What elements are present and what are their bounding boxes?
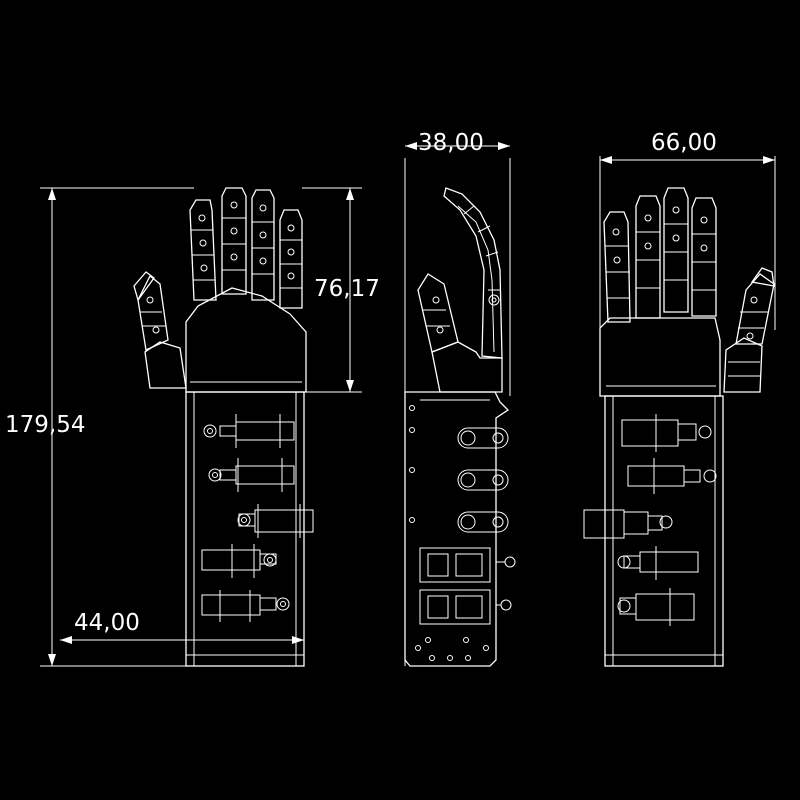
dim-label-side-width: 38,00 bbox=[418, 130, 484, 156]
dim-label-front-width: 44,00 bbox=[74, 610, 140, 636]
side-plate bbox=[404, 391, 510, 667]
dim-hand-height bbox=[302, 187, 362, 393]
dim-total-height bbox=[40, 187, 194, 667]
front-fingers bbox=[189, 187, 303, 309]
back-forearm-frame bbox=[604, 395, 724, 667]
back-fingers bbox=[603, 187, 717, 323]
side-servo-box-2 bbox=[419, 589, 491, 625]
side-thumb bbox=[417, 273, 459, 353]
side-view bbox=[404, 142, 516, 667]
front-view bbox=[133, 187, 314, 667]
front-servos bbox=[201, 414, 314, 622]
front-thumb bbox=[133, 271, 187, 389]
dim-label-back-width: 66,00 bbox=[651, 130, 717, 156]
side-fingers bbox=[443, 187, 503, 359]
side-servo-box-1 bbox=[419, 547, 491, 583]
dim-label-total-height: 179,54 bbox=[5, 412, 85, 438]
side-servo-horns bbox=[457, 427, 516, 611]
side-holes bbox=[409, 405, 489, 661]
front-palm bbox=[185, 287, 307, 393]
back-servos bbox=[583, 414, 717, 626]
back-thumb bbox=[723, 267, 775, 393]
dim-label-hand-height: 76,17 bbox=[314, 276, 380, 302]
front-forearm-frame bbox=[185, 391, 305, 667]
side-palm bbox=[431, 341, 503, 393]
back-view bbox=[583, 156, 776, 667]
back-palm bbox=[599, 317, 721, 397]
